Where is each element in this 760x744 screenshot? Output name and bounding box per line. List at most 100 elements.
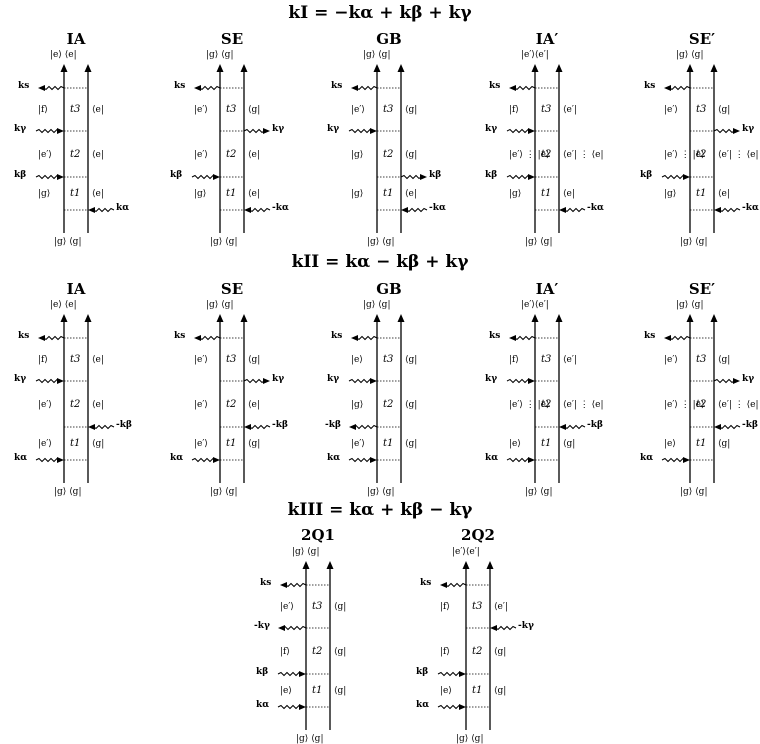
ket-state-label: |e′⟩: [351, 439, 365, 449]
time-interval-label: t1: [383, 188, 394, 199]
ket-state-label: |g⟩: [664, 189, 677, 199]
diagram-wires: [661, 314, 741, 483]
diagram-wires: [661, 64, 741, 233]
ket-state-label: |e⟩: [664, 439, 676, 449]
ket-state-label: |e′⟩ ⋮ |e⟩: [509, 400, 550, 410]
field-1-wave: [506, 128, 530, 134]
bra-state-label: ⟨e′|: [563, 105, 577, 115]
bra-state-label: ⟨e|: [248, 189, 260, 199]
field-label: -kα: [742, 203, 759, 213]
field-2-wave: [400, 174, 422, 180]
bra-state-label: ⟨e|: [92, 355, 104, 365]
time-arrowhead: [686, 64, 694, 72]
bra-state-label: ⟨e|: [563, 189, 575, 199]
field-3-wave: [93, 207, 115, 213]
signal-field-wave-arrowhead: [440, 582, 447, 588]
time-interval-label: t1: [696, 188, 707, 199]
final-state-label: |e⟩ ⟨e|: [50, 50, 77, 60]
final-state-label: |g⟩ ⟨g|: [206, 300, 234, 310]
bra-state-label: ⟨e|: [92, 150, 104, 160]
ket-state-label: |f⟩: [38, 105, 48, 115]
bra-state-label: ⟨e|: [248, 150, 260, 160]
time-arrowhead: [326, 561, 334, 569]
bra-state-label: ⟨g|: [92, 439, 105, 449]
field-2-wave-arrowhead: [213, 174, 220, 180]
field-1-wave: [348, 378, 372, 384]
ket-state-label: |e⟩: [280, 686, 292, 696]
bra-state-label: ⟨g|: [563, 439, 576, 449]
field-label: kγ: [272, 374, 285, 384]
bra-state-label: ⟨e|: [405, 189, 417, 199]
time-interval-label: t3: [541, 104, 552, 115]
bra-state-label: ⟨e|: [92, 105, 104, 115]
bra-state-label: ⟨e′| ⋮ ⟨e|: [718, 400, 759, 410]
time-interval-label: t1: [541, 188, 552, 199]
field-label: -kγ: [254, 621, 270, 631]
time-interval-label: t3: [472, 601, 483, 612]
bra-state-label: ⟨g|: [248, 105, 261, 115]
field-label: kα: [640, 453, 654, 463]
field-label: -kγ: [518, 621, 534, 631]
ket-state-label: |f⟩: [509, 355, 519, 365]
ket-state-label: |e′⟩: [194, 105, 208, 115]
ket-state-label: |e⟩: [351, 355, 363, 365]
time-interval-label: t3: [70, 104, 81, 115]
bra-state-label: ⟨e′| ⋮ ⟨e|: [563, 150, 604, 160]
signal-field-wave-arrowhead: [351, 85, 358, 91]
signal-field-wave: [514, 85, 536, 91]
time-interval-label: t2: [70, 149, 81, 160]
initial-state-label: |g⟩ ⟨g|: [680, 487, 708, 497]
field-label: -kβ: [272, 420, 288, 430]
time-interval-label: t3: [696, 354, 707, 365]
field-label: kγ: [485, 374, 498, 384]
bra-state-label: ⟨e′| ⋮ ⟨e|: [718, 150, 759, 160]
time-interval-label: t2: [383, 399, 394, 410]
time-interval-label: t3: [226, 354, 237, 365]
signal-field-label: ks: [260, 578, 272, 588]
field-1-wave-arrowhead: [263, 378, 270, 384]
field-2-wave: [564, 424, 586, 430]
time-interval-label: t1: [70, 438, 81, 449]
ket-state-label: |e′⟩: [664, 355, 678, 365]
signal-field-wave: [356, 85, 378, 91]
time-interval-label: t2: [70, 399, 81, 410]
signal-field-wave-arrowhead: [509, 85, 516, 91]
time-arrowhead: [555, 314, 563, 322]
field-2-wave: [277, 671, 301, 677]
field-label: kγ: [272, 124, 285, 134]
section-title: kII = kα − kβ + kγ: [291, 252, 469, 272]
field-label: kβ: [170, 170, 183, 180]
field-3-wave-arrowhead: [683, 457, 690, 463]
field-label: kα: [256, 700, 270, 710]
initial-state-label: |g⟩ ⟨g|: [296, 734, 324, 744]
signal-field-wave-arrowhead: [194, 85, 201, 91]
field-3-wave: [191, 457, 215, 463]
diagram-title: GB: [376, 280, 402, 298]
time-arrowhead: [397, 314, 405, 322]
bra-state-label: ⟨e|: [248, 400, 260, 410]
field-label: kα: [416, 700, 430, 710]
final-state-label: |e′⟩⟨e′|: [452, 547, 480, 557]
signal-field-label: ks: [174, 81, 186, 91]
field-3-wave: [35, 457, 59, 463]
field-label: kα: [116, 203, 130, 213]
field-3-wave: [506, 457, 530, 463]
section-title: kI = −kα + kβ + kγ: [288, 3, 472, 23]
time-arrowhead: [240, 314, 248, 322]
field-1-wave: [35, 128, 59, 134]
time-interval-label: t3: [70, 354, 81, 365]
time-arrowhead: [555, 64, 563, 72]
diagram-title: GB: [376, 30, 402, 48]
signal-field-label: ks: [644, 81, 656, 91]
bra-state-label: ⟨e|: [718, 189, 730, 199]
diagram-wires: [348, 64, 428, 233]
field-2-wave-arrowhead: [244, 424, 251, 430]
signal-field-wave: [356, 335, 378, 341]
final-state-label: |e′⟩⟨e′|: [521, 50, 549, 60]
ket-state-label: |e′⟩: [351, 105, 365, 115]
ket-state-label: |e′⟩: [280, 602, 294, 612]
bra-state-label: ⟨g|: [718, 355, 731, 365]
time-arrowhead: [84, 64, 92, 72]
field-3-wave-arrowhead: [213, 457, 220, 463]
bra-state-label: ⟨g|: [494, 686, 507, 696]
